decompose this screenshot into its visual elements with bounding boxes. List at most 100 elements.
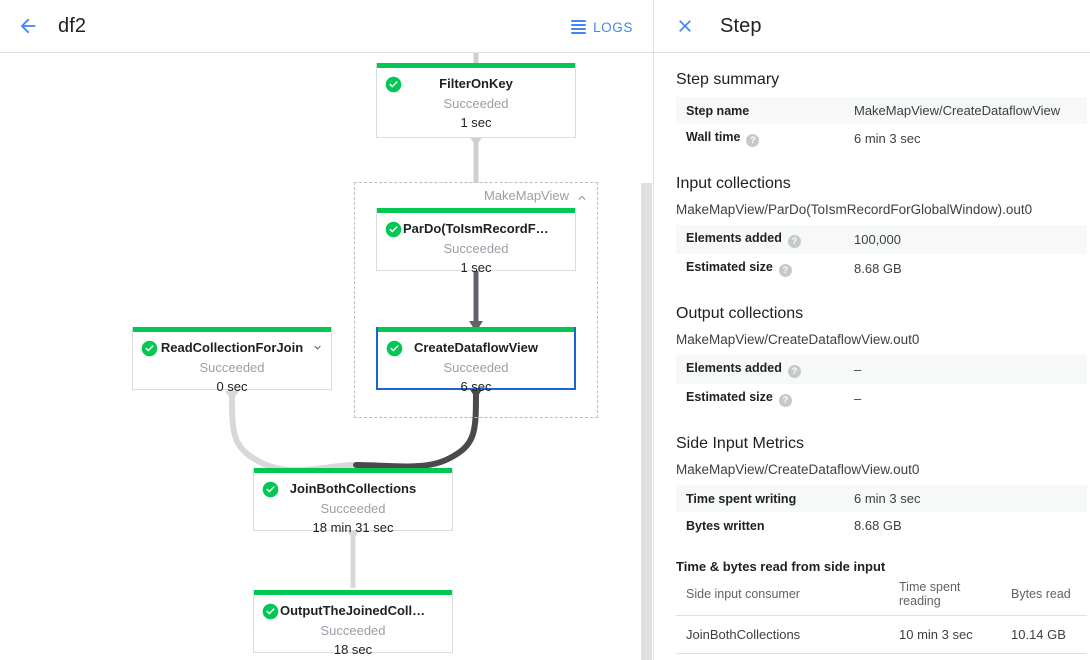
section-heading-step-summary: Step summary: [676, 71, 780, 88]
row-key: Bytes written: [686, 518, 765, 533]
output-collection-name: MakeMapView/CreateDataflowView.out0: [676, 332, 920, 347]
section-heading-output-collections: Output collections: [676, 305, 804, 322]
graph-node-join-both-collections[interactable]: JoinBothCollections Succeeded 18 min 31 …: [253, 468, 453, 535]
node-time: 0 sec: [216, 379, 248, 394]
row-value: MakeMapView/CreateDataflowView: [854, 103, 1061, 118]
row-value: –: [854, 391, 862, 406]
logs-button[interactable]: LOGS: [565, 11, 639, 43]
table-row: Bytes written 8.68 GB: [676, 512, 1087, 539]
cell-side-input-consumer: JoinBothCollections: [676, 615, 889, 654]
close-icon[interactable]: [670, 11, 700, 41]
group-box-makemapview[interactable]: MakeMapView: [354, 182, 598, 418]
page-title: df2: [58, 14, 87, 37]
logs-button-label: LOGS: [593, 19, 633, 35]
arrow-back-icon[interactable]: [6, 4, 50, 48]
check-circle-icon: [385, 221, 402, 238]
node-time: 18 min 31 sec: [312, 520, 394, 535]
node-status-bar: [133, 327, 331, 332]
row-key: Step name: [686, 103, 750, 118]
graph-node-output-the-joined-collection[interactable]: OutputTheJoinedCollec… Succeeded 18 sec: [253, 590, 453, 657]
node-title: ParDo(ToIsmRecordFor…: [403, 221, 562, 236]
node-status-bar: [254, 468, 452, 473]
side-input-table-title: Time & bytes read from side input: [676, 559, 886, 574]
step-details-panel: Step Step summary Step name MakeMapView/…: [653, 0, 1090, 660]
node-title: CreateDataflowView: [413, 340, 539, 355]
table-row: Estimated size? 8.68 GB: [676, 254, 1087, 283]
table-row: Step name MakeMapView/CreateDataflowView: [676, 97, 1087, 124]
step-panel-title: Step: [720, 14, 762, 37]
column-header-time-spent-reading: Time spent reading: [889, 576, 1001, 616]
table-row: Elements added? –: [676, 355, 1087, 384]
node-status: Succeeded: [443, 241, 509, 256]
node-status-bar: [377, 63, 575, 68]
help-icon[interactable]: ?: [787, 235, 801, 248]
row-value: 6 min 3 sec: [854, 491, 921, 506]
section-heading-input-collections: Input collections: [676, 175, 791, 192]
check-circle-icon: [141, 340, 158, 357]
step-panel-body: Step summary Step name MakeMapView/Creat…: [654, 53, 1090, 654]
row-value: –: [854, 362, 862, 377]
input-collections-table: Elements added? 100,000 Estimated size? …: [676, 225, 1087, 283]
table-row: Estimated size? –: [676, 384, 1087, 413]
cell-time-spent-reading: 10 min 3 sec: [889, 615, 1001, 654]
help-icon[interactable]: ?: [746, 134, 760, 147]
node-status: Succeeded: [443, 96, 509, 111]
row-value: 100,000: [854, 232, 901, 247]
graph-node-filter-on-key[interactable]: FilterOnKey Succeeded 1 sec: [376, 63, 576, 138]
node-time: 6 sec: [460, 379, 492, 394]
node-title: ReadCollectionForJoin: [160, 340, 304, 355]
graph-node-create-dataflow-view[interactable]: CreateDataflowView Succeeded 6 sec: [376, 327, 576, 394]
help-icon[interactable]: ?: [778, 394, 792, 407]
section-heading-side-input-metrics: Side Input Metrics: [676, 435, 805, 452]
row-key: Wall time?: [676, 124, 844, 153]
help-icon[interactable]: ?: [778, 264, 792, 277]
logs-list-icon: [571, 20, 587, 34]
step-panel-header: Step: [654, 0, 1090, 53]
job-graph-panel: df2 LOGS: [0, 0, 653, 660]
graph-node-pardo-toismrecord[interactable]: ParDo(ToIsmRecordFor… Succeeded 1 sec: [376, 208, 576, 275]
node-status: Succeeded: [320, 623, 386, 638]
chevron-down-icon[interactable]: [311, 341, 324, 354]
group-label: MakeMapView: [483, 188, 569, 203]
node-title: FilterOnKey: [439, 76, 513, 91]
node-status-bar: [254, 590, 452, 595]
row-key: Elements added?: [676, 355, 844, 384]
node-time: 1 sec: [460, 260, 492, 275]
table-row: Elements added? 100,000: [676, 225, 1087, 254]
node-title: OutputTheJoinedCollec…: [280, 603, 440, 618]
node-time: 1 sec: [460, 115, 492, 130]
row-key: Estimated size?: [676, 384, 844, 413]
graph-edges: [225, 53, 483, 588]
row-value: 8.68 GB: [854, 518, 902, 533]
step-summary-table: Step name MakeMapView/CreateDataflowView…: [676, 97, 1087, 153]
chevron-up-icon[interactable]: [575, 191, 589, 205]
node-time: 18 sec: [333, 642, 373, 657]
table-row: Wall time? 6 min 3 sec: [676, 124, 1087, 153]
check-circle-icon: [386, 340, 403, 357]
job-header: df2 LOGS: [0, 0, 653, 53]
row-key: Estimated size?: [676, 254, 844, 283]
check-circle-icon: [385, 76, 402, 93]
side-input-collection-name: MakeMapView/CreateDataflowView.out0: [676, 462, 920, 477]
side-input-consumers-table: Side input consumer Time spent reading B…: [676, 576, 1087, 654]
check-circle-icon: [262, 481, 279, 498]
graph-vertical-scrollbar[interactable]: [641, 183, 652, 660]
table-row: JoinBothCollections 10 min 3 sec 10.14 G…: [676, 615, 1087, 654]
table-row: Time spent writing 6 min 3 sec: [676, 485, 1087, 512]
output-collections-table: Elements added? – Estimated size? –: [676, 355, 1087, 413]
graph-canvas[interactable]: MakeMapView FilterOnKey Succeeded 1 sec: [0, 53, 653, 660]
row-value: 6 min 3 sec: [854, 131, 921, 146]
column-header-bytes-read: Bytes read: [1001, 576, 1087, 616]
column-header-side-input-consumer: Side input consumer: [676, 576, 889, 616]
node-status: Succeeded: [199, 360, 265, 375]
input-collection-name: MakeMapView/ParDo(ToIsmRecordForGlobalWi…: [676, 202, 1033, 217]
row-key: Elements added?: [676, 225, 844, 254]
graph-node-read-collection-for-join[interactable]: ReadCollectionForJoin Succeeded 0 sec: [132, 327, 332, 394]
node-status: Succeeded: [320, 501, 386, 516]
check-circle-icon: [262, 603, 279, 620]
side-input-metrics-table: Time spent writing 6 min 3 sec Bytes wri…: [676, 485, 1087, 539]
help-icon[interactable]: ?: [787, 365, 801, 378]
node-status: Succeeded: [443, 360, 509, 375]
cell-bytes-read: 10.14 GB: [1001, 615, 1087, 654]
